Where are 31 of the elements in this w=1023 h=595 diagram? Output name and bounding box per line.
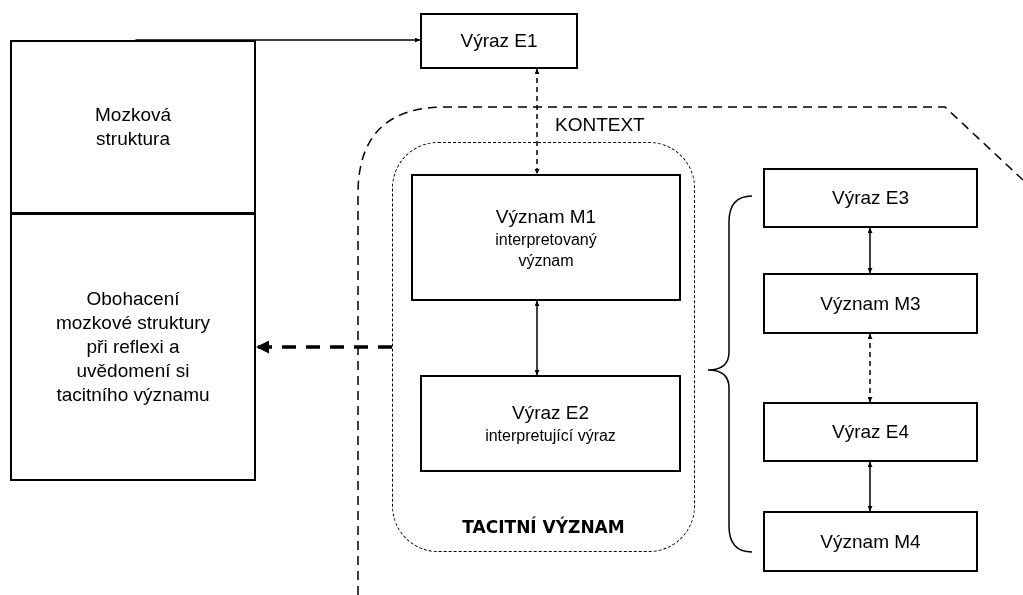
arrow [867, 227, 873, 274]
process-box [411, 174, 681, 301]
process-box [420, 375, 681, 472]
box-title: Výraz E1 [460, 29, 538, 53]
group-label: TACITNÍ VÝZNAM [461, 517, 626, 537]
arrow [534, 68, 540, 175]
box-subtitle: interpretující výraz [485, 426, 616, 446]
box-title: Význam M4 [820, 529, 921, 554]
box-title: Výraz E3 [831, 186, 910, 210]
process-box [763, 402, 978, 462]
process-box [10, 40, 256, 214]
box-title: Obohacení mozkové struktury při reflexi a uvědomení si tacitního významu [54, 287, 212, 407]
arrow [534, 300, 540, 376]
process-box [763, 511, 978, 572]
box-title: Výraz E2 [511, 401, 590, 425]
box-subtitle: interpretovaný význam [494, 229, 598, 271]
arrow [867, 333, 873, 403]
box-title: Význam M3 [820, 291, 921, 316]
region-label: KONTEXT [555, 114, 645, 136]
tacit-meaning-group [392, 142, 695, 552]
arrow [867, 461, 873, 512]
process-box [420, 13, 578, 69]
process-box [10, 213, 256, 481]
process-box [763, 273, 978, 334]
box-title: Mozková struktura [94, 103, 172, 151]
arrow [134, 37, 421, 43]
box-title: Význam M1 [495, 204, 597, 229]
process-box [763, 168, 978, 228]
box-title: Výraz E4 [831, 420, 910, 444]
context-region [357, 106, 1023, 595]
arrow [256, 340, 392, 354]
